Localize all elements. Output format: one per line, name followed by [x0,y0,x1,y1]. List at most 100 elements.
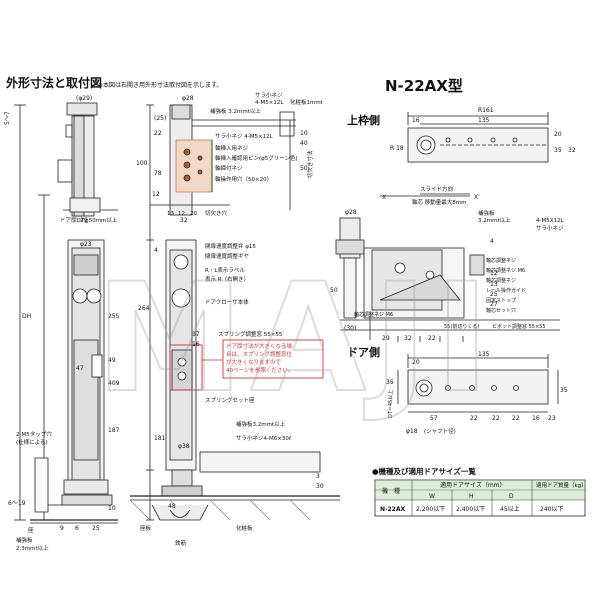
dim-22: 22 [154,130,162,137]
label-door: ドア厚DT≧50mm以上 [60,216,118,224]
door-23: 23 [548,415,556,422]
mid-jiku: 軸芯調整ネジ M6 [354,311,393,318]
mid-32: 32 [404,335,412,342]
left-dim-labels: 5～7 (φ29) φ28 (25) 22 78 100 12 29 32 13… [4,95,324,532]
label-hokyo: 補強板 3.2mmt以上 [210,107,261,115]
dim-6: 6 [75,525,79,532]
th-model: 機 種 [382,487,400,495]
dim-47: 47 [76,365,84,372]
label-za: 座 [28,526,34,534]
label-closer: ドアクローザ本体 [205,298,249,306]
label-zaban: 座板 [140,524,152,532]
door-22b: 22 [492,415,500,422]
mid-sara: サラ小ネジ [536,224,564,232]
label-sara3: サラ小ネジ4-M6×30ℓ [236,434,291,442]
dim-10b: 10 [108,505,116,512]
dim-phi28: φ28 [182,95,194,102]
label-hokyo3: 補強板 [16,536,33,544]
dim-10: 10 [300,130,308,137]
mid-view [335,217,560,342]
dim-255: 255 [108,313,120,320]
mid-tenshin2: 軸芯調整ネジ M6 [486,267,525,274]
top-16: 16 [412,117,420,124]
door-35b: 35 [560,387,568,394]
label-spring-seat: スプリングセット座 [205,396,255,404]
door-shaft: (シャフト径) [424,427,456,435]
mid-22: 22 [428,335,436,342]
mid-phi28: φ28 [345,209,357,216]
dim-6-19: 6～19 [8,500,26,507]
th-size: 適用ドアサイズ（mm） [440,481,506,489]
label-spring: スプリング調整窓 55×55 [218,330,283,338]
top-r18: R 18 [390,145,404,152]
td-weight: 240以下 [540,506,563,513]
dim-37: 37 [192,331,200,338]
mid-30: (30) [344,325,356,332]
note-line1: ドア厚寸法が大きくなる場 [226,342,293,350]
door-view-title: ドア側 [347,345,380,359]
top-xp: X' [474,194,480,201]
label-jiku-ire: 軸挿入確認用ピン(φ5グリーン色) [215,154,298,162]
label-jiku-ana: 軸挿入用ネジ [215,144,249,152]
mid-4: 4 [490,238,494,245]
mid-29: 29 [382,335,390,342]
note-box: ドア厚寸法が大きくなる場 合は、スプリング調整窓位 が大きくなりますので 40ペ… [169,339,324,391]
label-tap2: (仕様による) [16,438,48,446]
label-hokyo2: 補強板3.2mmt以上 [236,420,286,428]
label-kirikake: 切欠き穴 [205,209,228,217]
mid-tenshin: 軸芯調整ネジ [486,257,516,264]
td-w: 2,200以下 [416,506,445,513]
label-sara2: サラ小ネジ 4-M5×12L [215,132,274,140]
dim-13: 13 [167,211,174,217]
top-35: 35 [554,147,562,154]
td-model: N-22AX [380,506,406,513]
top-slide: スライド方向 [420,185,453,193]
label-hokyo3b: 2.3mmt以上 [16,544,49,552]
dim-264: 264 [138,305,150,312]
mid-50: 50 [330,287,338,294]
label-kiri: 切欠き寸法 [306,150,314,178]
left-title-note: ※本図は右開き用外形寸法取付図を示します。 [98,81,222,89]
door-phi18: φ18 [406,428,418,435]
note-line3: が大きくなりますので [226,358,282,366]
model-title: N-22AX型 [385,77,463,95]
dim-phi38: φ38 [178,443,190,450]
mid-tenshin3: 軸芯調整ネジ [486,277,516,284]
th-w: W [429,493,435,500]
mid-ana: 55(前切りくる) [444,323,479,330]
top-x: X [382,194,386,201]
dim-29: 29 [80,217,88,224]
top-view-title: 上枠側 [347,113,380,127]
dim-409: 409 [108,380,120,387]
label-rl2: 表示 R（右開き） [205,275,249,283]
mid-12: 12 [490,270,498,277]
label-tekkin: 鉄筋 [175,539,187,547]
label-kesho: 化粧板1mmt [290,98,324,106]
th-weight: 適用ドア質量（kg） [536,481,587,489]
door-view [397,354,559,413]
door-view-labels: 20 135 35 35 DT＝45以上 57 22 22 22 16 23 φ… [386,351,568,435]
dim-DH: DH [22,313,31,320]
mid-m5: 4-M5X12L [536,218,564,224]
dim-100: 100 [136,160,148,167]
door-57: 57 [430,415,438,422]
mid-hokyo2: 3.2mmt以上 [478,216,511,224]
note-line4: 40ページを参照ください。 [226,366,293,374]
dim-phi23: φ23 [80,241,92,248]
left-title: 外形寸法と取付図 [6,75,102,90]
spec-table: 機 種 適用ドアサイズ（mm） 適用ドア質量（kg） W H D N-22AX … [374,479,587,517]
door-dt: DT＝45以上 [387,390,394,418]
mid-hokyo: 補強板 [478,209,495,217]
td-d: 45以上 [500,505,520,513]
mid-pivot: ピボット調整窓 55×55 [492,323,546,330]
left-elevation [14,102,340,524]
mid-stop: 固定ストップ [486,297,516,304]
dim-12b: 12 [178,211,185,217]
dim-181: 181 [154,435,166,442]
top-135: 135 [478,117,490,124]
top-view [380,112,549,197]
dim-187: 187 [108,427,120,434]
dim-phi29: (φ29) [76,95,92,102]
mid-27: 27 [490,301,498,308]
